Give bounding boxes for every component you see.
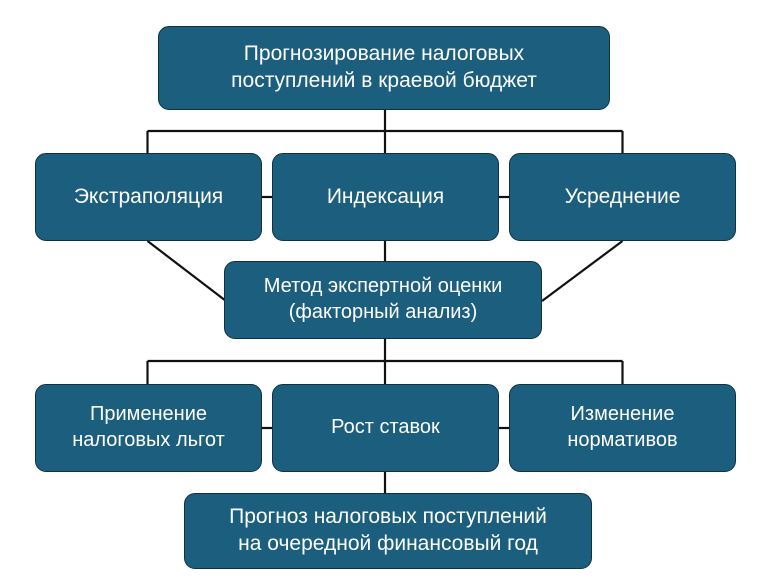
node-forecast-result-label: Прогноз налоговых поступлений на очередн… <box>229 505 547 555</box>
node-rate-growth[interactable]: Рост ставок <box>272 384 499 472</box>
node-averaging-label: Усреднение <box>564 184 681 208</box>
node-tax-benefits[interactable]: Применение налоговых льгот <box>35 384 262 472</box>
node-extrapolation-label: Экстраполяция <box>73 184 224 208</box>
node-norm-change[interactable]: Изменение нормативов <box>509 384 736 472</box>
node-tax-benefits-label: Применение налоговых льгот <box>72 403 225 451</box>
node-expert-method-label: Метод экспертной оценки (факторный анали… <box>263 275 503 323</box>
node-indexation[interactable]: Индексация <box>272 153 499 241</box>
node-root-label: Прогнозирование налоговых поступлений в … <box>231 42 537 92</box>
node-extrapolation[interactable]: Экстраполяция <box>35 153 262 241</box>
edge-extrapolation-to-expert <box>146 240 227 302</box>
edge-averaging-to-expert <box>541 240 624 302</box>
node-averaging[interactable]: Усреднение <box>509 153 736 241</box>
node-norm-change-label: Изменение нормативов <box>567 403 678 451</box>
node-forecast-result[interactable]: Прогноз налоговых поступлений на очередн… <box>184 493 592 569</box>
node-indexation-label: Индексация <box>326 184 445 208</box>
node-rate-growth-label: Рост ставок <box>331 416 440 439</box>
node-expert-method[interactable]: Метод экспертной оценки (факторный анали… <box>224 261 542 339</box>
node-root[interactable]: Прогнозирование налоговых поступлений в … <box>158 26 610 110</box>
